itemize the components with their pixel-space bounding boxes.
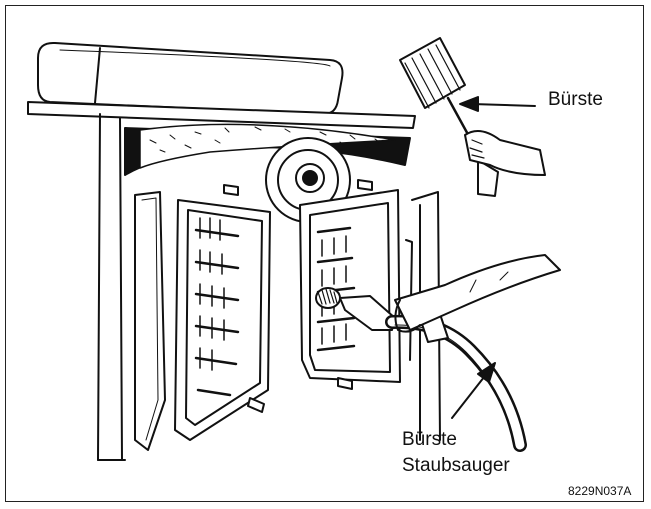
side-panel [134,191,166,451]
left-heater-pan [174,184,271,441]
brush-arrow [459,96,536,112]
vacuum-arrow [451,362,496,419]
figure-code: 8229N037A [568,484,632,498]
wire-brush [399,37,499,197]
vacuum-cleaner-label: Staubsauger [402,455,510,476]
cabinet-left-wall [97,113,126,461]
insulation [139,123,396,169]
fan-motor [265,137,351,223]
vacuum-brush-nozzle [315,287,396,331]
brush-label: Bürste [548,89,603,110]
vacuum-brush-label: Bürste [402,429,457,450]
top-shelf [27,101,416,129]
right-heater-pan [299,179,401,390]
insulation-texture [149,126,380,153]
right-arm-hose [394,254,561,333]
hand-brush [464,130,546,176]
